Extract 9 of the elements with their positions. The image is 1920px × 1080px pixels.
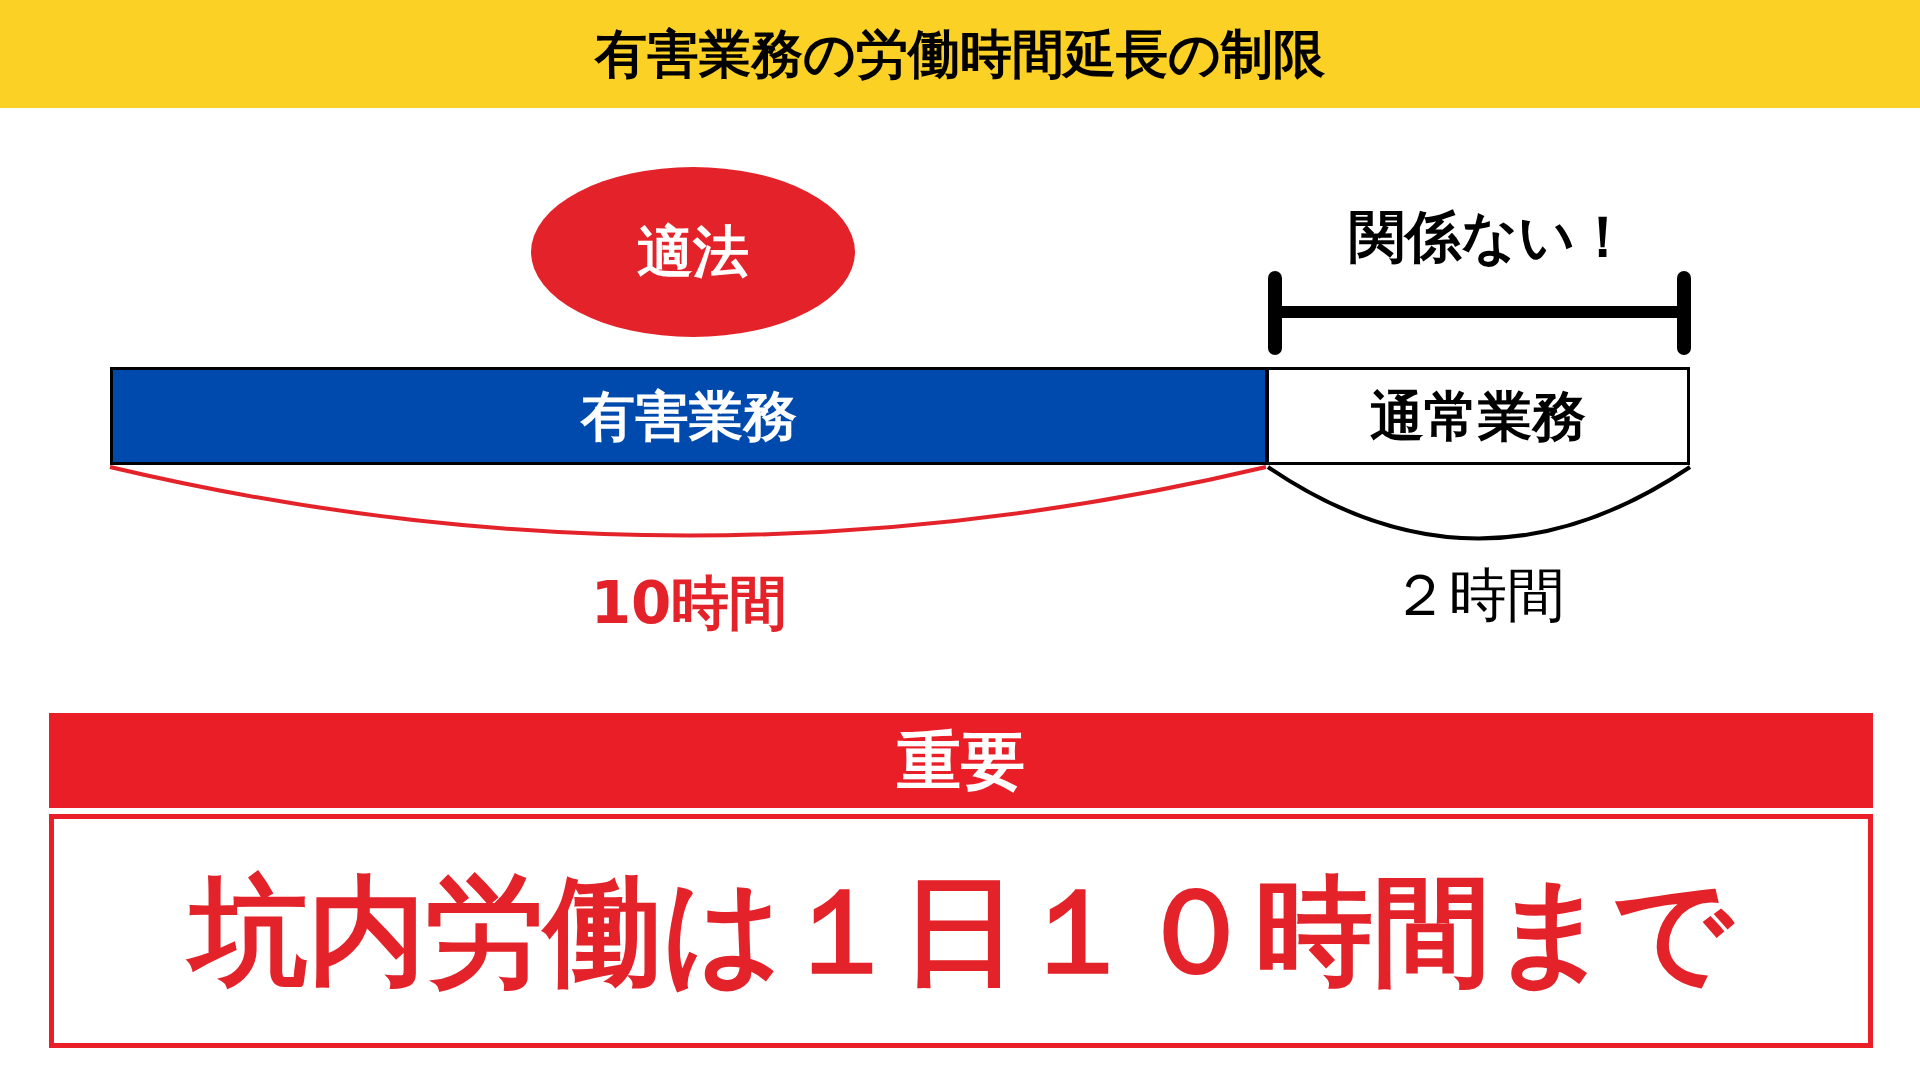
annotation-text: 関係ない！	[1348, 203, 1632, 271]
header-band: 重要	[49, 713, 1873, 808]
title-bar: 有害業務の労働時間延長の制限	[0, 0, 1920, 108]
work-bar: 通常業務	[1266, 367, 1690, 465]
duration-label: ２時間	[1390, 560, 1566, 631]
work-bar: 有害業務	[110, 367, 1268, 465]
ellipse-node: 適法	[531, 167, 855, 337]
notice-box: 坑内労働は１日１０時間まで	[49, 814, 1873, 1048]
duration-label: 10時間	[589, 568, 789, 639]
